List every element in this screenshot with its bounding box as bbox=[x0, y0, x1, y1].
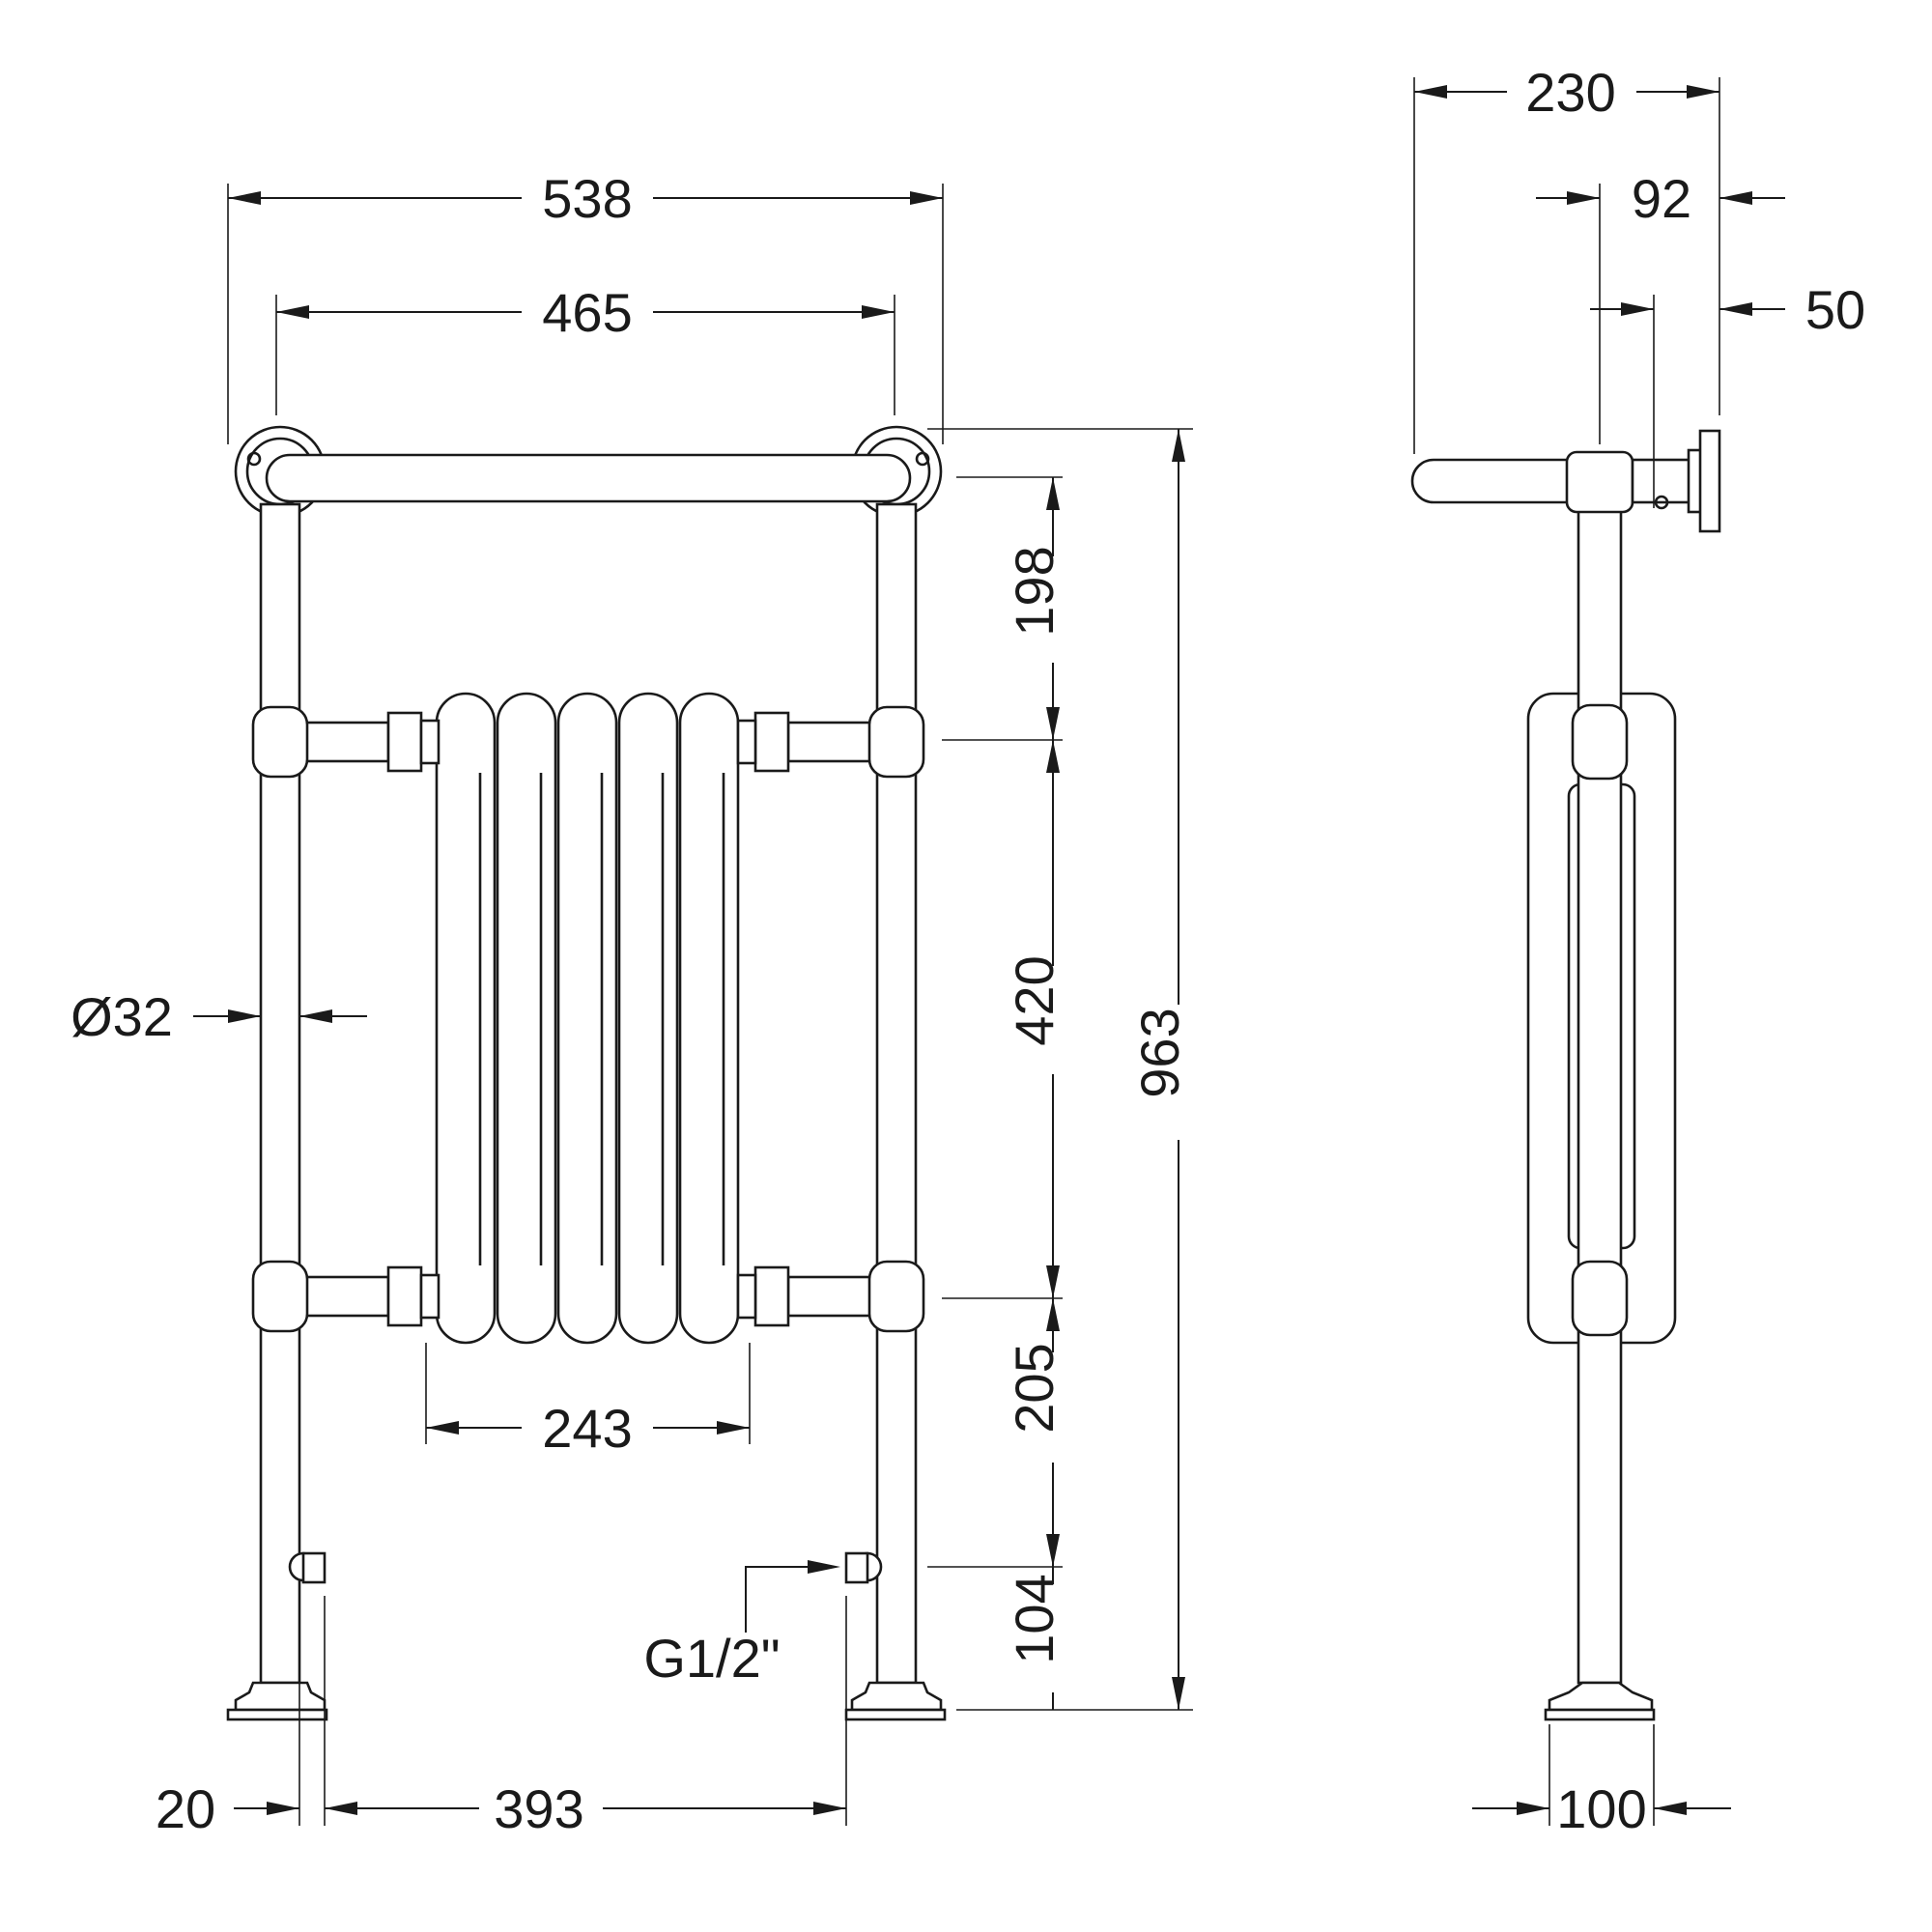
dim-label-100: 100 bbox=[1556, 1778, 1646, 1839]
vertical-dimension-chain: 198 420 205 104 bbox=[927, 476, 1193, 1711]
thread-label: G1/2" bbox=[643, 1628, 780, 1689]
side-leg bbox=[1577, 500, 1623, 1685]
dimension-243: 243 bbox=[425, 1343, 751, 1459]
front-leg-right bbox=[875, 502, 918, 1685]
dim-label-diameter: Ø32 bbox=[71, 986, 173, 1047]
dim-label-963: 963 bbox=[1129, 1008, 1190, 1097]
front-foot-right bbox=[844, 1681, 947, 1721]
dimension-538: 538 bbox=[227, 168, 944, 444]
dim-label-205: 205 bbox=[1004, 1343, 1065, 1433]
dim-label-104: 104 bbox=[1004, 1574, 1065, 1663]
front-lower-connections bbox=[251, 1260, 925, 1333]
dim-label-198: 198 bbox=[1004, 546, 1065, 636]
dimension-465: 465 bbox=[275, 282, 895, 415]
front-view bbox=[226, 425, 947, 1721]
connection-thread-note: G1/2" bbox=[643, 1560, 840, 1689]
front-top-rail bbox=[265, 453, 912, 503]
front-valve-left bbox=[288, 1551, 327, 1584]
dimension-230: 230 bbox=[1413, 62, 1720, 454]
front-foot-left bbox=[226, 1681, 328, 1721]
dim-label-420: 420 bbox=[1004, 955, 1065, 1045]
dim-label-20: 20 bbox=[156, 1778, 215, 1839]
dimension-20-393: 20 393 bbox=[156, 1596, 847, 1839]
dim-label-50: 50 bbox=[1805, 279, 1865, 340]
side-top-rail bbox=[1410, 458, 1590, 504]
dim-label-230: 230 bbox=[1525, 62, 1615, 123]
dim-label-243: 243 bbox=[542, 1398, 632, 1459]
front-upper-connections bbox=[251, 705, 925, 779]
side-wall-plate bbox=[1698, 429, 1721, 533]
front-leg-left bbox=[259, 502, 301, 1685]
dimension-92: 92 bbox=[1536, 168, 1785, 444]
dim-label-465: 465 bbox=[542, 282, 632, 343]
side-foot bbox=[1544, 1681, 1656, 1721]
dimension-100: 100 bbox=[1472, 1724, 1731, 1839]
dim-label-92: 92 bbox=[1632, 168, 1691, 229]
dimension-50: 50 bbox=[1590, 279, 1865, 508]
dimension-963: 963 bbox=[927, 428, 1193, 1710]
dimension-pipe-diameter: Ø32 bbox=[71, 986, 367, 1047]
dim-label-393: 393 bbox=[494, 1778, 583, 1839]
dim-label-538: 538 bbox=[542, 168, 632, 229]
side-view bbox=[1410, 429, 1721, 1721]
radiator-columns bbox=[435, 692, 740, 1345]
front-valve-right bbox=[844, 1551, 883, 1584]
